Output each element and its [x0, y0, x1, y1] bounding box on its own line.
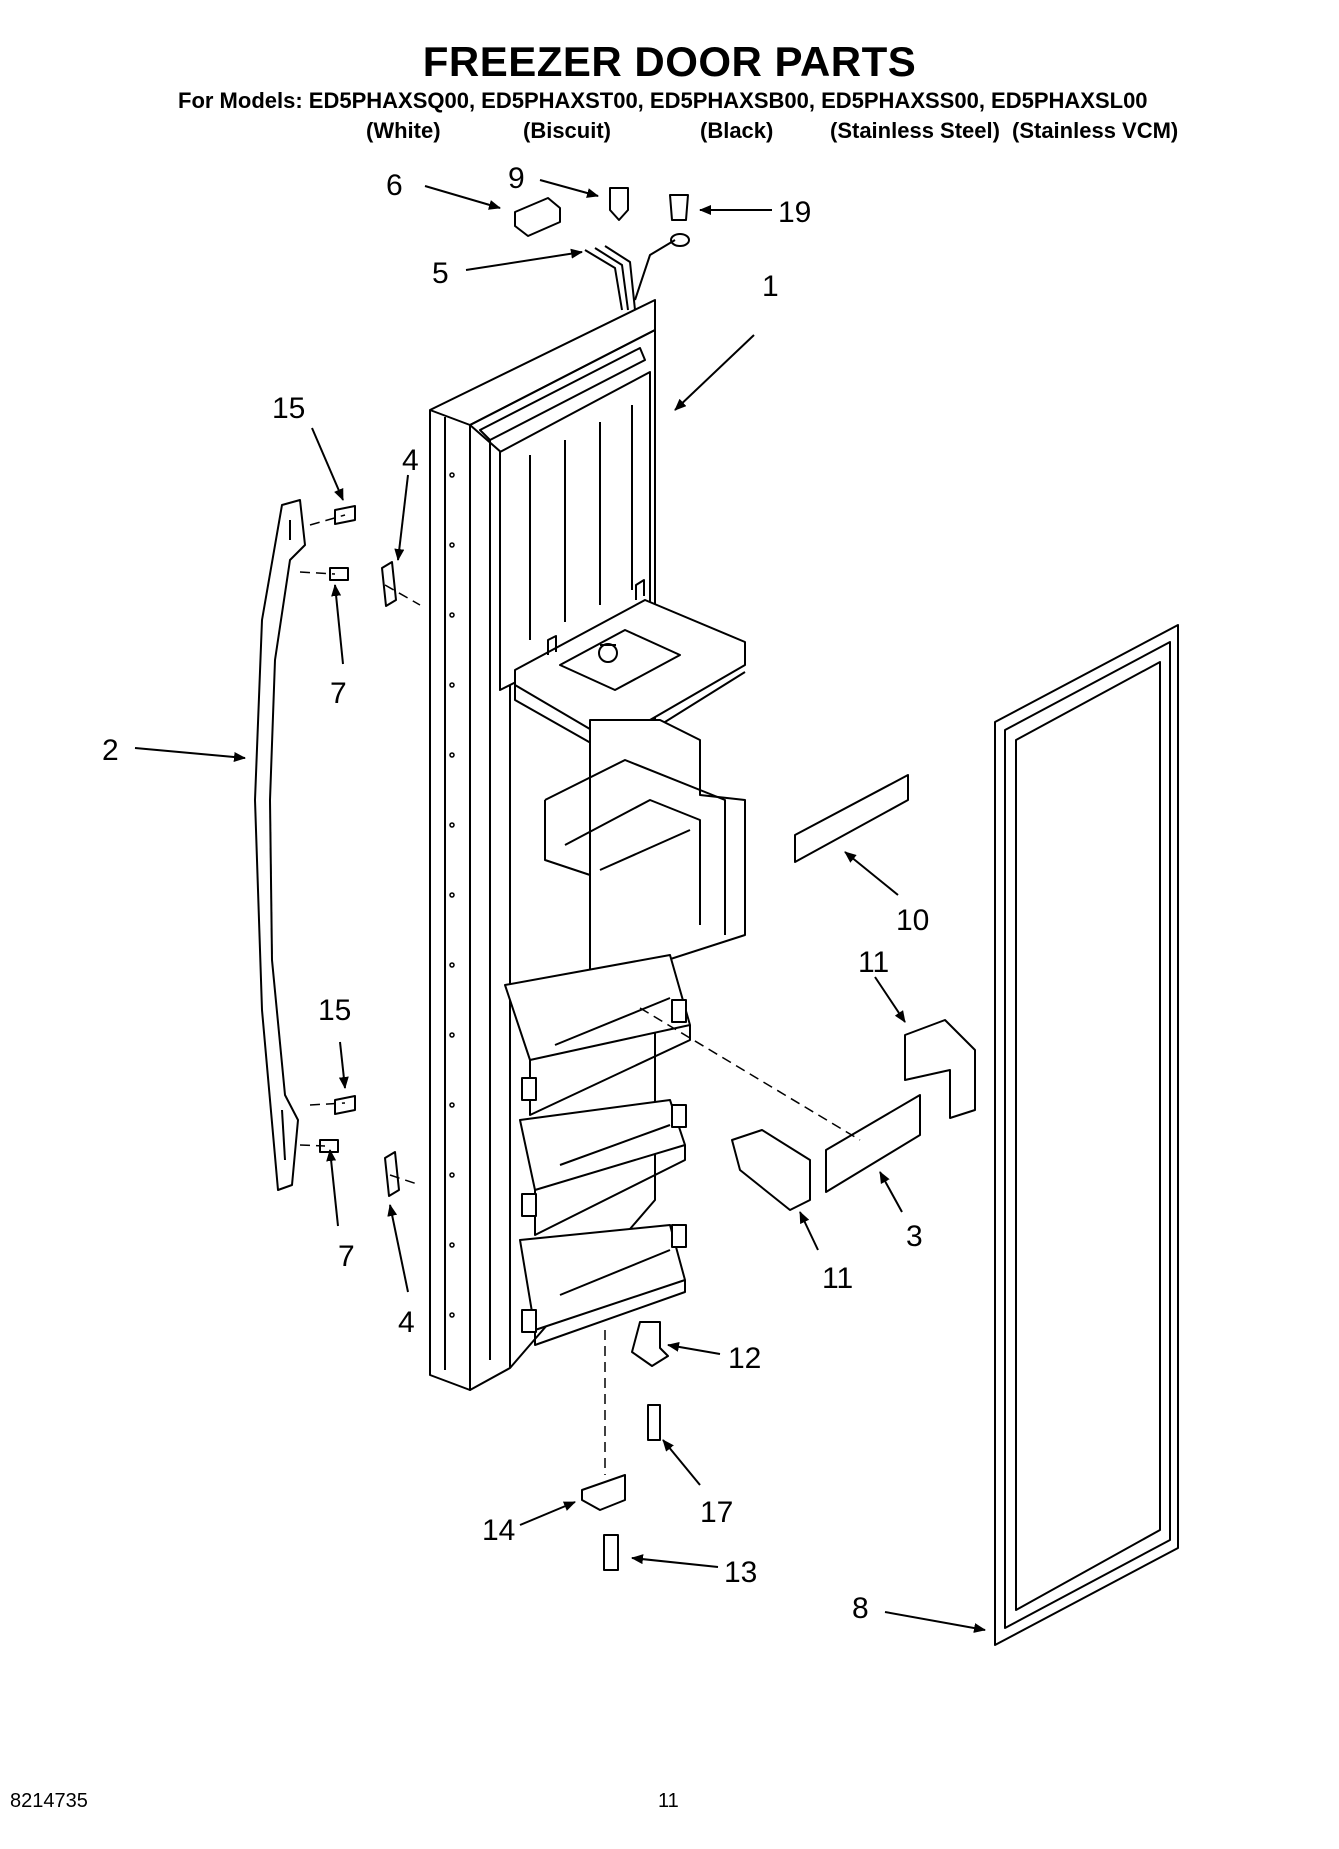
top-fittings-drawing: [514, 187, 690, 311]
variant-biscuit: (Biscuit): [523, 118, 611, 143]
callout-15-lower: 15: [318, 994, 351, 1027]
variant-stainless-vcm: (Stainless VCM): [1012, 118, 1179, 143]
bracket-lower-drawing: [731, 1129, 811, 1211]
callout-11-lower: 11: [822, 1262, 853, 1295]
callout-leaders: [134, 179, 986, 1633]
handle-fasteners-drawing: [319, 505, 400, 1197]
door-handle-drawing: [254, 499, 306, 1191]
bracket-upper-drawing: [904, 1019, 976, 1119]
callout-13: 13: [724, 1556, 757, 1589]
callout-8: 8: [852, 1592, 869, 1625]
callout-7-upper: 7: [330, 677, 347, 710]
callout-4-upper: 4: [402, 444, 419, 477]
hinge-parts-drawing: [581, 1321, 669, 1571]
callout-10: 10: [896, 904, 929, 937]
page-title: FREEZER DOOR PARTS: [422, 38, 917, 85]
callout-9: 9: [508, 162, 525, 195]
trim-strip-drawing: [794, 774, 909, 863]
callout-14: 14: [482, 1514, 515, 1547]
callout-1: 1: [762, 270, 779, 303]
page-number: 11: [658, 1790, 679, 1812]
variant-black: (Black): [700, 118, 774, 143]
callout-2: 2: [102, 734, 119, 767]
callout-4-lower: 4: [398, 1306, 415, 1339]
callout-7-lower: 7: [338, 1240, 355, 1273]
shelf-drawing: [504, 954, 691, 1346]
callout-15-upper: 15: [272, 392, 305, 425]
callout-17: 17: [700, 1496, 733, 1529]
alignment-dashed-lines: [269, 514, 861, 1475]
variant-white: (White): [366, 118, 441, 143]
door-liner-drawing: [429, 299, 746, 1391]
door-gasket-drawing: [994, 624, 1179, 1646]
callout-6: 6: [386, 169, 403, 202]
callout-3: 3: [906, 1220, 923, 1253]
callout-19: 19: [778, 196, 811, 229]
callout-11-upper: 11: [858, 946, 889, 979]
callout-5: 5: [432, 257, 449, 290]
models-line: For Models: ED5PHAXSQ00, ED5PHAXST00, ED…: [178, 88, 1148, 113]
variant-stainless-steel: (Stainless Steel): [830, 118, 1000, 143]
callout-12: 12: [728, 1342, 761, 1375]
document-number: 8214735: [10, 1790, 88, 1812]
cover-panel-drawing: [825, 1094, 921, 1193]
